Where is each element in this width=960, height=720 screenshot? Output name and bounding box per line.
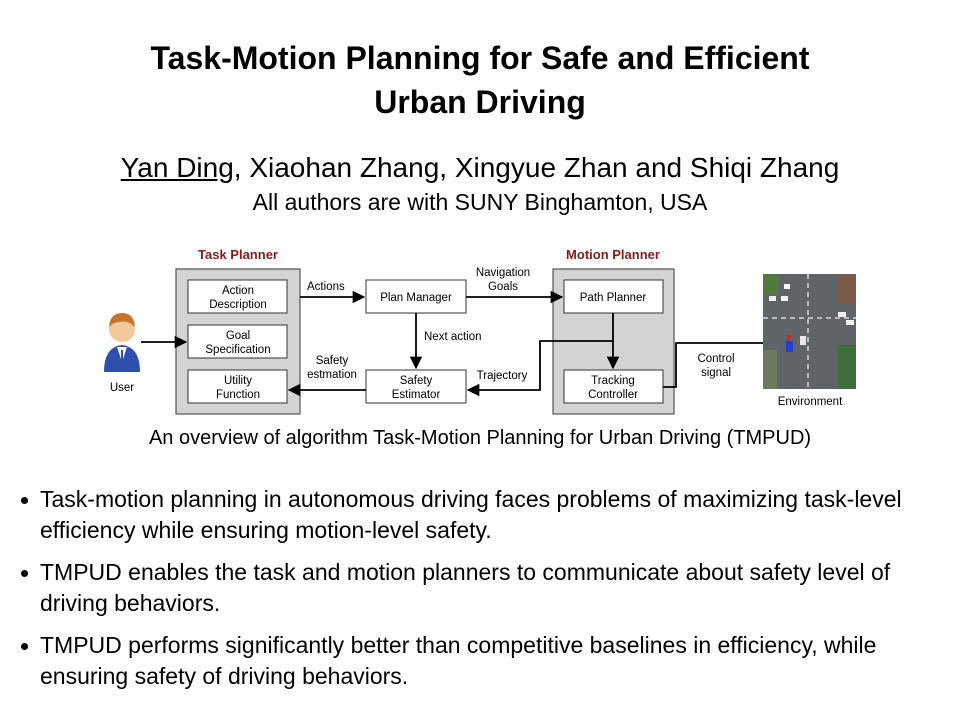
first-author: Yan Ding (120, 152, 234, 183)
navigation-goals-label-1: Navigation (476, 267, 530, 279)
figure-caption: An overview of algorithm Task-Motion Pla… (148, 427, 812, 449)
bullet-dot (21, 497, 28, 504)
control-signal-label-1: Control (697, 353, 734, 365)
trajectory-label: Trajectory (477, 370, 528, 382)
user-label: User (110, 382, 134, 394)
action-description-text-1: Action (222, 285, 254, 297)
bullet-dot (21, 570, 28, 577)
path-planner-box (563, 279, 664, 314)
slide-title: Task-Motion Planning for Safe and Effici… (0, 36, 960, 124)
path-planner-text: Path Planner (580, 292, 647, 304)
utility-function-box (187, 369, 288, 404)
control-signal-arrow (663, 336, 783, 388)
motion-planner-title: Motion Planner (566, 247, 660, 262)
environment-label: Environment (778, 396, 843, 408)
safety-estimation-label-2: estmation (307, 369, 357, 381)
goal-specification-text-1: Goal (226, 330, 250, 342)
user-icon (104, 313, 140, 372)
next-action-label: Next action (424, 331, 482, 343)
goal-specification-text-2: Specification (205, 344, 270, 356)
other-authors: , Xiaohan Zhang, Xingyue Zhan and Shiqi … (233, 152, 840, 183)
safety-estimator-text-1: Safety (400, 375, 433, 387)
bullet-item: Task-motion planning in autonomous drivi… (18, 484, 948, 546)
summary-bullets: Task-motion planning in autonomous drivi… (18, 484, 948, 703)
trajectory-arrow (466, 340, 613, 397)
tracking-controller-text-1: Tracking (591, 375, 635, 387)
tracking-controller-box (563, 369, 664, 404)
bullet-item: TMPUD performs significantly better than… (18, 630, 948, 692)
safety-estimator-box (365, 369, 467, 404)
bullet-item: TMPUD enables the task and motion planne… (18, 557, 948, 619)
utility-function-text-1: Utility (224, 375, 252, 387)
bullet-text: TMPUD enables the task and motion planne… (40, 559, 891, 616)
bullet-text: TMPUD performs significantly better than… (40, 632, 877, 689)
safety-estimator-text-2: Estimator (392, 389, 441, 401)
action-description-text-2: Description (209, 299, 267, 311)
environment-map (763, 274, 856, 389)
actions-label: Actions (307, 281, 345, 293)
plan-manager-text: Plan Manager (380, 292, 452, 304)
utility-function-text-2: Function (216, 389, 260, 401)
action-description-box (187, 279, 288, 314)
bullet-text: Task-motion planning in autonomous drivi… (40, 486, 902, 543)
goal-specification-box (187, 324, 288, 359)
plan-manager-box (365, 279, 467, 314)
author-list: Yan Ding, Xiaohan Zhang, Xingyue Zhan an… (0, 151, 960, 185)
tracking-controller-text-2: Controller (588, 389, 638, 401)
safety-estimation-label-1: Safety (316, 355, 349, 367)
bullet-dot (21, 643, 28, 650)
affiliation: All authors are with SUNY Binghamton, US… (252, 189, 708, 215)
control-signal-label-2: signal (701, 367, 731, 379)
title-line-1: Task-Motion Planning for Safe and Effici… (150, 40, 810, 76)
task-planner-title: Task Planner (198, 247, 278, 262)
navigation-goals-label-2: Goals (488, 281, 518, 293)
title-line-2: Urban Driving (374, 84, 586, 120)
